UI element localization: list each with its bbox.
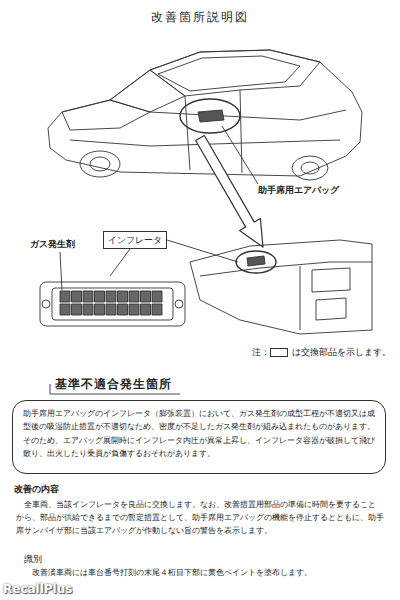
inflator-inner xyxy=(52,288,173,320)
gas-generant-cell xyxy=(83,291,93,302)
gas-generant-cell xyxy=(83,304,93,315)
gas-generant-cell xyxy=(129,291,139,302)
airbag-box xyxy=(198,110,224,122)
label-text: 助手席用エアバッグ xyxy=(258,184,378,198)
gas-generant-cell xyxy=(95,291,105,302)
inflator-end xyxy=(42,300,50,308)
node-heading: 基準不適合発生箇所 xyxy=(55,377,172,392)
label-box: インフレータ xyxy=(103,231,167,249)
leader-line xyxy=(110,249,130,276)
gas-generant-cell xyxy=(152,304,162,315)
highlight-circle xyxy=(236,251,276,273)
car-door-line xyxy=(150,90,346,173)
dashboard-detail xyxy=(200,262,372,330)
car-wheel xyxy=(292,156,328,180)
gas-generant-cell xyxy=(72,304,82,315)
car-hood xyxy=(62,100,150,130)
label-text: 改善済車両には車台番号打刻の末尾４桁目下部に黄色ペイントを塗布します。 xyxy=(32,566,392,578)
legend-text: は交換部品を示します。 xyxy=(292,346,398,359)
watermark: RecallPlus xyxy=(3,580,123,598)
dashboard xyxy=(190,240,372,334)
car-wheel xyxy=(90,157,110,171)
gas-generant-cell xyxy=(95,304,105,315)
gas-generant-cell xyxy=(118,291,128,302)
label-text: ガス発生剤 xyxy=(30,238,110,252)
gas-generant-cell xyxy=(60,304,70,315)
leader-line xyxy=(60,252,62,290)
gas-generant-cells xyxy=(60,291,162,315)
car-wheel xyxy=(301,162,319,174)
legend-swatch xyxy=(270,348,288,357)
highlight-circle xyxy=(180,99,240,133)
inflator-body xyxy=(40,282,185,326)
title: 改善箇所説明図 xyxy=(0,8,400,26)
leader-line xyxy=(167,240,238,262)
inflator-end xyxy=(175,300,183,308)
gas-generant-cell xyxy=(129,304,139,315)
car-windshield xyxy=(110,70,185,112)
gas-generant-cell xyxy=(118,304,128,315)
label-text: 識別 xyxy=(24,553,84,566)
car-wheel xyxy=(80,151,120,177)
gas-generant-cell xyxy=(141,304,151,315)
node-text: インフレータ xyxy=(104,232,166,248)
label-text: 改善の内容 xyxy=(14,483,134,497)
gas-generant-cell xyxy=(60,291,70,302)
gas-generant-cell xyxy=(106,304,116,315)
car-window xyxy=(158,56,300,91)
note-box: 基準不適合発生箇所助手席用エアバッグのインフレータ（膨張装置）において、ガス発生… xyxy=(12,400,386,474)
gas-generant-cell xyxy=(72,291,82,302)
node-text: 助手席用エアバッグのインフレータ（膨張装置）において、ガス発生剤の成型工程が不適… xyxy=(13,401,385,466)
gas-generant-cell xyxy=(106,291,116,302)
label-text: 全車両、当該インフレータを良品に交換します。なお、改善措置用部品の準備に時間を要… xyxy=(16,498,384,537)
gas-generant-cell xyxy=(152,291,162,302)
gas-generant-cell xyxy=(141,291,151,302)
airbag-box xyxy=(247,256,265,266)
